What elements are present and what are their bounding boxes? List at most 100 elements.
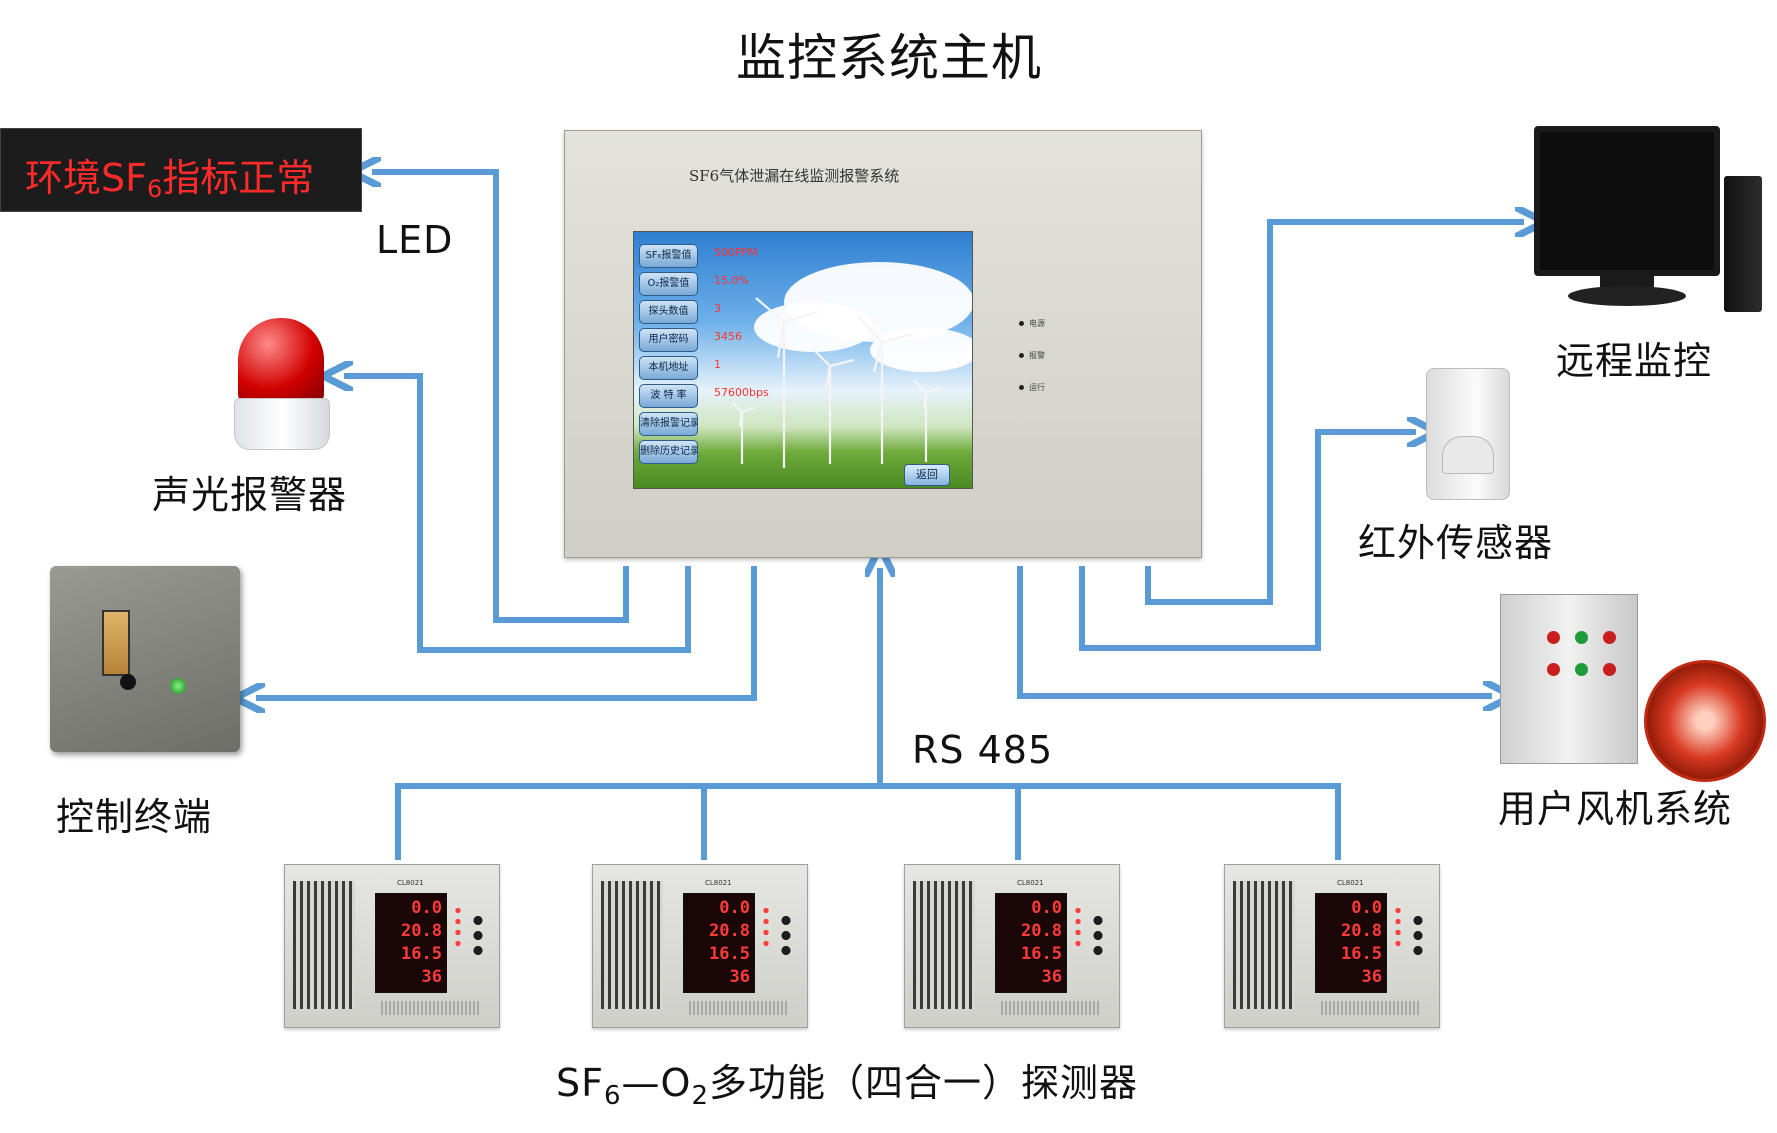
menu-delete-history-button[interactable]: 删除历史记录 (639, 440, 698, 464)
infrared-sensor-lens (1442, 436, 1494, 474)
detector-model: CL8021 (1017, 879, 1044, 887)
control-terminal-box (50, 566, 240, 752)
probe-value: 3 (714, 302, 721, 315)
cabinet-button (1603, 663, 1616, 676)
control-terminal-window (102, 610, 130, 676)
reading-humidity: 36 (421, 967, 442, 987)
control-terminal-label: 控制终端 (56, 795, 213, 839)
pc-tower-icon (1724, 176, 1762, 312)
detector-buttons (1413, 913, 1423, 959)
detector-caption-print (689, 1001, 789, 1015)
remote-monitoring-label: 远程监控 (1556, 339, 1713, 383)
menu-o2-alarm-value-button[interactable]: O₂报警值 (639, 272, 698, 296)
menu-probe-value-button[interactable]: 探头数值 (639, 300, 698, 324)
monitoring-host-panel: SF6气体泄漏在线监测报警系统 SF₆报警值 500PPM O₂报警值 15.0… (564, 130, 1202, 558)
detector-model: CL8021 (705, 879, 732, 887)
reading-sf6: 0.0 (1031, 898, 1062, 918)
fan-control-cabinet (1500, 594, 1638, 764)
user-password-value: 3456 (714, 330, 742, 343)
sf6-o2-detector: CL8021 0.0 20.8 16.5 36 (904, 864, 1120, 1028)
detector-vents (601, 881, 663, 1009)
baud-rate-value: 57600bps (714, 386, 769, 399)
power-indicator-label: 电源 (1029, 319, 1045, 328)
detector-model: CL8021 (397, 879, 424, 887)
cabinet-button (1575, 631, 1588, 644)
reading-humidity: 36 (1041, 967, 1062, 987)
infrared-sensor-icon (1426, 368, 1510, 500)
reading-sf6: 0.0 (1351, 898, 1382, 918)
alarm-indicator-label: 报警 (1029, 351, 1045, 360)
menu-baud-rate-button[interactable]: 波 特 率 (639, 384, 698, 408)
reading-temperature: 16.5 (1021, 944, 1062, 964)
detector-caption-print (381, 1001, 481, 1015)
reading-o2: 20.8 (709, 921, 750, 941)
detector-status-leds (455, 905, 461, 949)
wire-rs485-bus (395, 783, 1341, 860)
detector-display: 0.0 20.8 16.5 36 (375, 893, 447, 993)
axial-fan-icon (1644, 660, 1766, 782)
host-device-title: SF6气体泄漏在线监测报警系统 (689, 167, 900, 185)
wire-remote (1145, 222, 1524, 605)
detector-caption-print (1001, 1001, 1101, 1015)
detector-model: CL8021 (1337, 879, 1364, 887)
reading-humidity: 36 (1361, 967, 1382, 987)
wind-turbines (731, 297, 943, 468)
monitor-base (1568, 286, 1686, 306)
led-sign-text: 环境SF6指标正常 (25, 156, 315, 203)
detector-status-leds (1395, 905, 1401, 949)
led-label: LED (376, 218, 454, 262)
led-display-sign: 环境SF6指标正常 (0, 128, 362, 212)
cabinet-button (1603, 631, 1616, 644)
control-terminal-knob (120, 674, 136, 690)
detector-vents (1233, 881, 1295, 1009)
alarm-light-dome (238, 318, 324, 404)
reading-sf6: 0.0 (411, 898, 442, 918)
reading-sf6: 0.0 (719, 898, 750, 918)
back-button[interactable]: 返回 (904, 464, 950, 486)
wire-fan (1017, 566, 1492, 696)
wire-led (372, 172, 629, 623)
menu-device-address-button[interactable]: 本机地址 (639, 356, 698, 380)
detector-status-leds (1075, 905, 1081, 949)
reading-o2: 20.8 (401, 921, 442, 941)
o2-alarm-value: 15.0% (714, 274, 749, 287)
detector-buttons (473, 913, 483, 959)
wire-control (256, 566, 757, 698)
cabinet-button (1547, 631, 1560, 644)
menu-clear-alarm-records-button[interactable]: 清除报警记录 (639, 412, 698, 436)
menu-sf6-alarm-value-button[interactable]: SF₆报警值 (639, 244, 698, 268)
alarm-label: 声光报警器 (152, 473, 348, 517)
cloud (754, 302, 874, 352)
detector-buttons (1093, 913, 1103, 959)
reading-humidity: 36 (729, 967, 750, 987)
reading-o2: 20.8 (1341, 921, 1382, 941)
monitor-stand (1600, 272, 1654, 288)
fan-system-label: 用户风机系统 (1498, 787, 1733, 831)
detector-buttons (781, 913, 791, 959)
run-indicator-label: 运行 (1029, 383, 1045, 392)
sf6-o2-detector: CL8021 0.0 20.8 16.5 36 (1224, 864, 1440, 1028)
wire-infrared (1079, 432, 1416, 651)
detector-vents (293, 881, 355, 1009)
infrared-sensor-label: 红外传感器 (1358, 521, 1554, 565)
cabinet-button (1575, 663, 1588, 676)
sf6-o2-detector: CL8021 0.0 20.8 16.5 36 (592, 864, 808, 1028)
reading-o2: 20.8 (1021, 921, 1062, 941)
power-indicator-led (1019, 321, 1024, 326)
detector-status-leds (763, 905, 769, 949)
alarm-indicator-led (1019, 353, 1024, 358)
menu-user-password-button[interactable]: 用户密码 (639, 328, 698, 352)
detector-vents (913, 881, 975, 1009)
reading-temperature: 16.5 (1341, 944, 1382, 964)
detector-display: 0.0 20.8 16.5 36 (683, 893, 755, 993)
alarm-light-base (234, 398, 330, 450)
wire-alarm (344, 376, 691, 653)
detector-display: 0.0 20.8 16.5 36 (1315, 893, 1387, 993)
sf6-o2-detector: CL8021 0.0 20.8 16.5 36 (284, 864, 500, 1028)
cloud (870, 328, 972, 372)
diagram-title: 监控系统主机 (736, 29, 1042, 87)
reading-temperature: 16.5 (401, 944, 442, 964)
run-indicator-led (1019, 385, 1024, 390)
detector-caption-print (1321, 1001, 1421, 1015)
